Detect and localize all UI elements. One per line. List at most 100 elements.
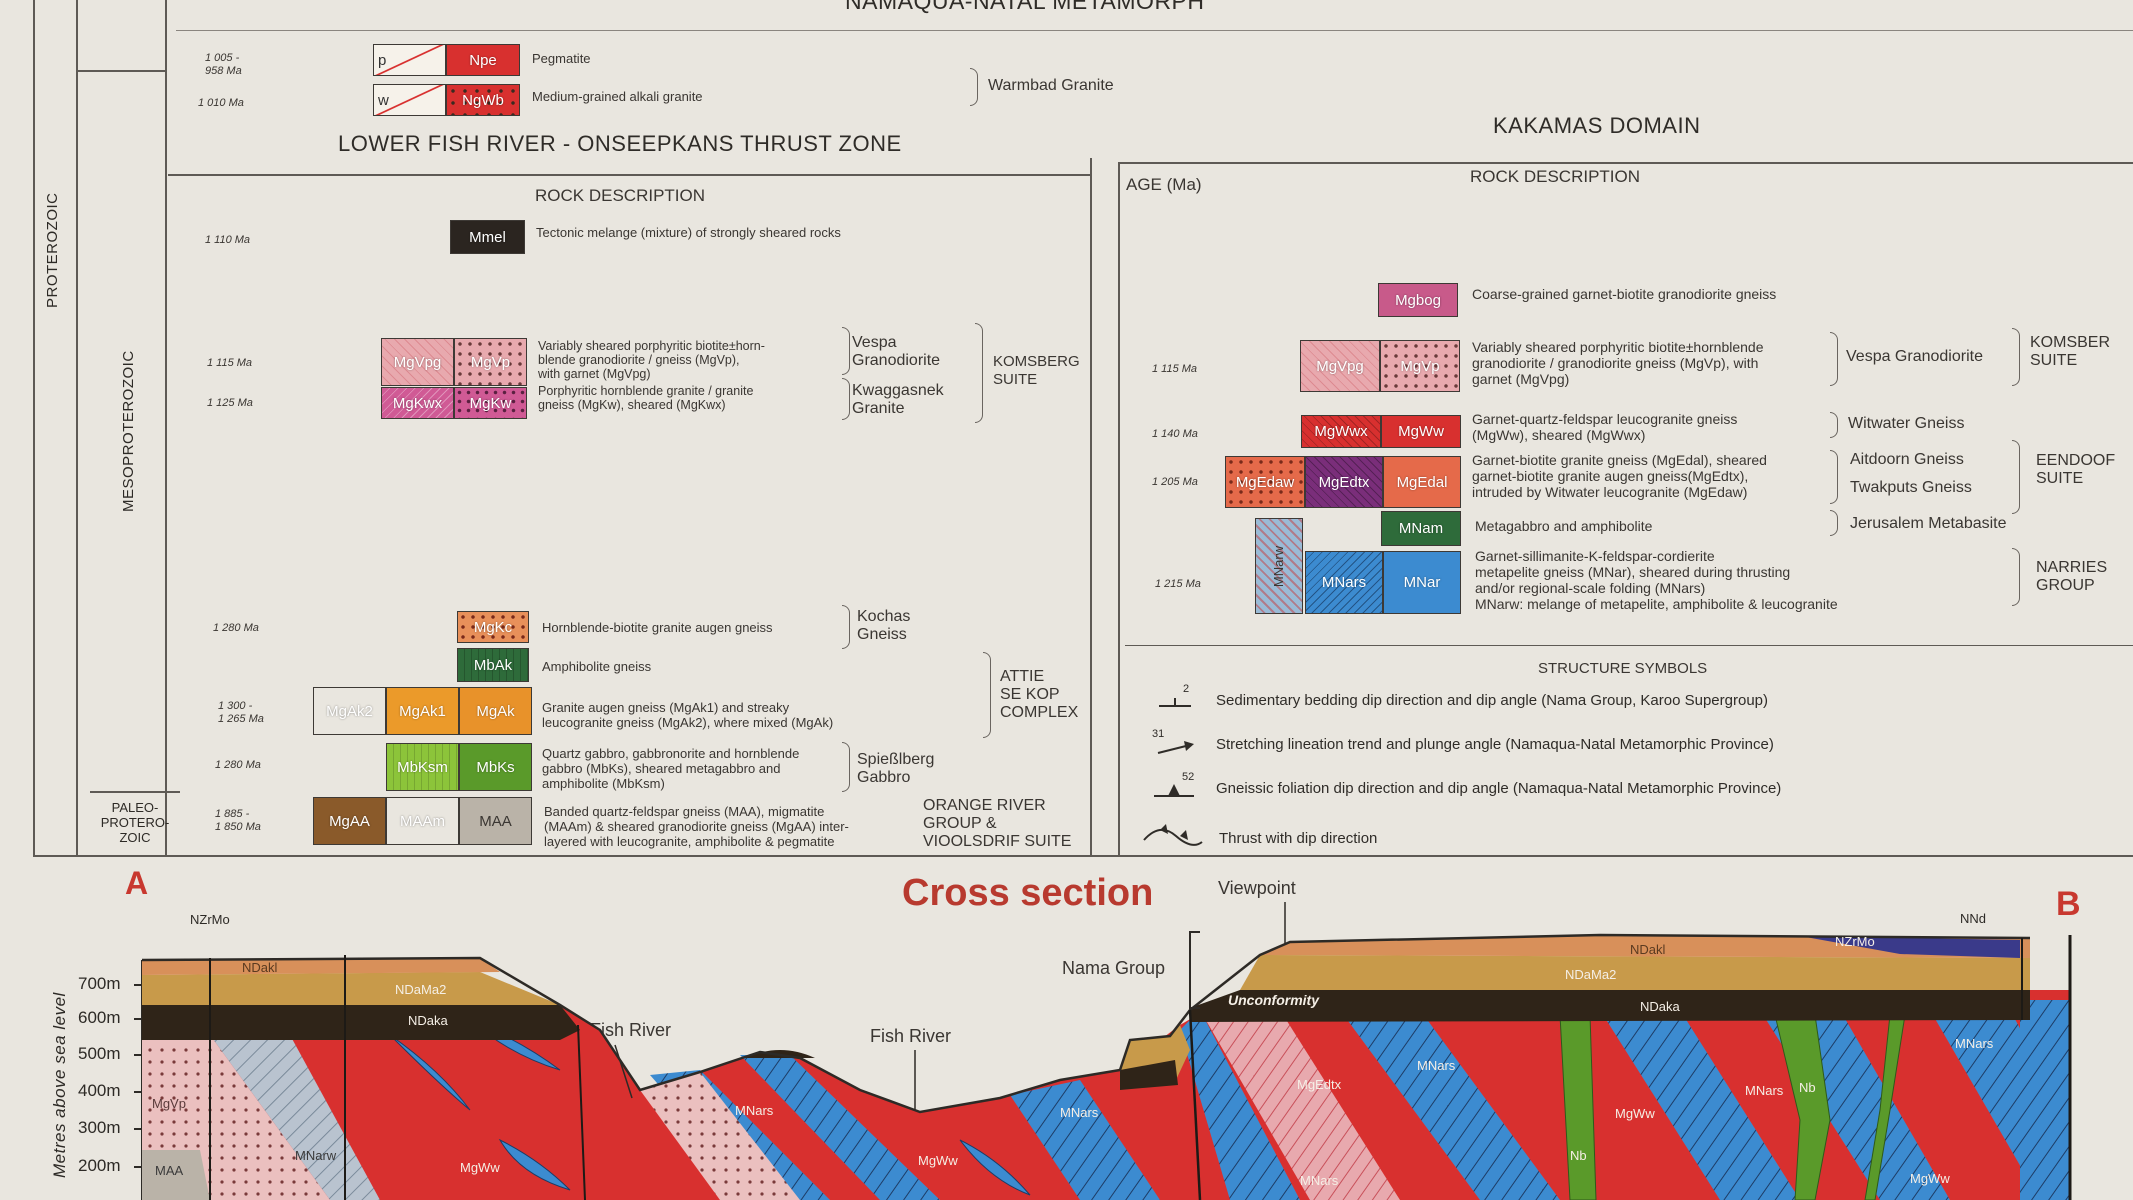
blue-lens-3 <box>498 1138 571 1191</box>
right-vespa-age: 1 115 Ma <box>1152 363 1198 375</box>
right-panel-title: KAKAMAS DOMAIN <box>1493 113 1701 138</box>
left-kwagg-age: 1 125 Ma <box>207 397 253 409</box>
attie-age: 1 300 - 1 265 Ma <box>218 700 264 725</box>
left-mnarw-zone <box>210 1035 380 1200</box>
lineation-symbol-text: Stretching lineation trend and plunge an… <box>1216 736 1774 753</box>
eendoorn-suite: EENDOOF SUITE <box>2036 452 2116 487</box>
bedding-symbol-text: Sedimentary bedding dip direction and di… <box>1216 692 1769 709</box>
twakputs-group: Twakputs Gneiss <box>1850 479 1972 496</box>
edal-swatch-mgedaw: MgEdaw <box>1225 456 1305 508</box>
y-tick-400: 400m <box>78 1081 121 1100</box>
mgbog-desc: Coarse-grained garnet-biotite granodiori… <box>1472 286 1777 302</box>
mnar-swatch: MNar <box>1383 551 1461 614</box>
y-tick-300: 300m <box>78 1118 121 1137</box>
mnam-swatch: MNam <box>1381 511 1461 546</box>
frame-era-line-2 <box>165 0 167 855</box>
kochas-swatch: MgKc <box>457 611 529 643</box>
attie-swatch-mgak: MgAk <box>459 687 532 735</box>
left-kwagg-group: Kwaggasnek Granite <box>852 382 944 417</box>
mnars-band-3 <box>1010 1080 1160 1200</box>
mgbog-swatch: Mgbog <box>1378 283 1458 317</box>
warmbad-granite-swatch: NgWb <box>446 84 520 116</box>
unit-mgww-right-2: MgWw <box>1910 1171 1950 1186</box>
right-vespa-desc: Variably sheared porphyritic biotite±hor… <box>1472 339 1764 387</box>
mnam-desc: Metagabbro and amphibolite <box>1475 518 1653 534</box>
era-paleoproterozoic: PALEO- PROTERO- ZOIC <box>100 800 170 845</box>
spiel-group: Spießlberg Gabbro <box>857 751 935 786</box>
orange-swatch-maa: MAA <box>459 797 532 845</box>
mnar-age: 1 215 Ma <box>1155 578 1201 590</box>
y-tick-600: 600m <box>78 1008 121 1027</box>
spiel-age: 1 280 Ma <box>215 759 261 771</box>
spiel-swatch-mbksm: MbKsm <box>386 743 459 791</box>
left-vespa-desc: Variably sheared porphyritic biotite±hor… <box>538 339 765 381</box>
kochas-group: Kochas Gneiss <box>857 608 911 643</box>
mmel-desc: Tectonic melange (mixture) of strongly s… <box>536 225 841 240</box>
thrust-symbol-text: Thrust with dip direction <box>1219 830 1378 847</box>
right-ndaka-layer <box>1190 990 2030 1022</box>
orange-desc: Banded quartz-feldspar gneiss (MAA), mig… <box>544 804 849 849</box>
unit-mgww-mid: MgWw <box>918 1153 958 1168</box>
frame-top-line <box>176 30 2133 31</box>
warmbad-group: Warmbad Granite <box>988 77 1114 94</box>
cross-section-title: Cross section <box>902 872 1154 914</box>
unit-mgvp-left: MgVp <box>152 1096 186 1111</box>
orange-group: ORANGE RIVER GROUP & VIOOLSDRIF SUITE <box>923 797 1072 850</box>
unit-mgww-left: MgWw <box>460 1160 500 1175</box>
left-komsberg-suite: KOMSBERG SUITE <box>993 353 1080 388</box>
cross-section-label-b: B <box>2056 885 2081 923</box>
unit-mnars-right-3: MNars <box>1955 1036 1994 1051</box>
left-maa-zone <box>142 1150 210 1200</box>
nama-group-bracket <box>1189 931 1200 1009</box>
bedding-num: 2 <box>1183 683 1189 695</box>
mnar-desc: Garnet-sillimanite-K-feldspar-cordierite… <box>1475 548 1838 612</box>
mnars-band-2 <box>740 1055 940 1200</box>
unit-mgedtx-right: MgEdtx <box>1297 1077 1342 1092</box>
attie-group: ATTIE SE KOP COMPLEX <box>1000 668 1079 721</box>
mbak-desc: Amphibolite gneiss <box>542 659 652 674</box>
warmbad-pegmatite-swatch: Npe <box>446 44 520 76</box>
foliation-symbol-text: Gneissic foliation dip direction and dip… <box>1216 780 1782 797</box>
unit-nb-right-1: Nb <box>1799 1080 1816 1095</box>
nama-group-label: Nama Group <box>1062 958 1166 978</box>
right-mnars-band-2 <box>1340 1010 1560 1200</box>
orange-swatch-mgaa: MgAA <box>313 797 386 845</box>
fish-river-1-pointer <box>614 1044 633 1099</box>
foliation-num: 52 <box>1182 771 1194 783</box>
unit-nzrmo-left: NZrMo <box>190 912 230 927</box>
unit-nnd-right: NNd <box>1960 911 1986 926</box>
fish-river-label-2: Fish River <box>870 1026 952 1046</box>
right-rock-desc-header: ROCK DESCRIPTION <box>1470 167 1641 186</box>
left-ndaka-layer <box>142 1005 580 1040</box>
aitdoorn-group: Aitdoorn Gneiss <box>1850 451 1964 468</box>
orange-age: 1 885 - 1 850 Ma <box>215 808 261 833</box>
left-vespa-age: 1 115 Ma <box>207 357 253 369</box>
mbak-swatch: MbAk <box>457 648 529 682</box>
left-kwagg-swatch-mgkw: MgKw <box>454 387 527 419</box>
left-kwagg-desc: Porphyritic hornblende granite / granite… <box>538 384 754 412</box>
unit-ndaka-left: NDaka <box>408 1013 449 1028</box>
unit-mnars-mid: MNars <box>735 1103 774 1118</box>
warmbad-granite-age: 1 010 Ma <box>198 97 244 109</box>
unit-mnars-right-2: MNars <box>1745 1083 1784 1098</box>
attie-swatch-mgak1: MgAk1 <box>386 687 459 735</box>
left-vespa-swatch-mgvpg: MgVpg <box>381 338 454 386</box>
unit-mnars-right-4: MNars <box>1300 1173 1339 1188</box>
topography-line <box>141 933 2031 1114</box>
y-tick-700: 700m <box>78 974 121 993</box>
right-mnars-band-1 <box>1180 1010 1300 1200</box>
lineation-num: 31 <box>1152 728 1164 740</box>
viewpoint-label: Viewpoint <box>1218 878 1296 898</box>
bedding-symbol-icon: 2 <box>1159 683 1191 707</box>
lineation-symbol-icon: 31 <box>1152 728 1194 754</box>
unit-ndakl-right: NDakl <box>1630 942 1666 957</box>
right-nzrmo-layer <box>1800 936 2020 958</box>
edal-age: 1 205 Ma <box>1152 476 1198 488</box>
unit-nb-right-2: Nb <box>1570 1148 1587 1163</box>
mnarw-swatch: MNarw <box>1255 518 1303 614</box>
kochas-desc: Hornblende-biotite granite augen gneiss <box>542 620 773 635</box>
cross-section-label-a: A <box>125 865 149 901</box>
right-vespa-group: Vespa Granodiorite <box>1846 348 1983 365</box>
structure-top-border <box>1125 645 2133 646</box>
